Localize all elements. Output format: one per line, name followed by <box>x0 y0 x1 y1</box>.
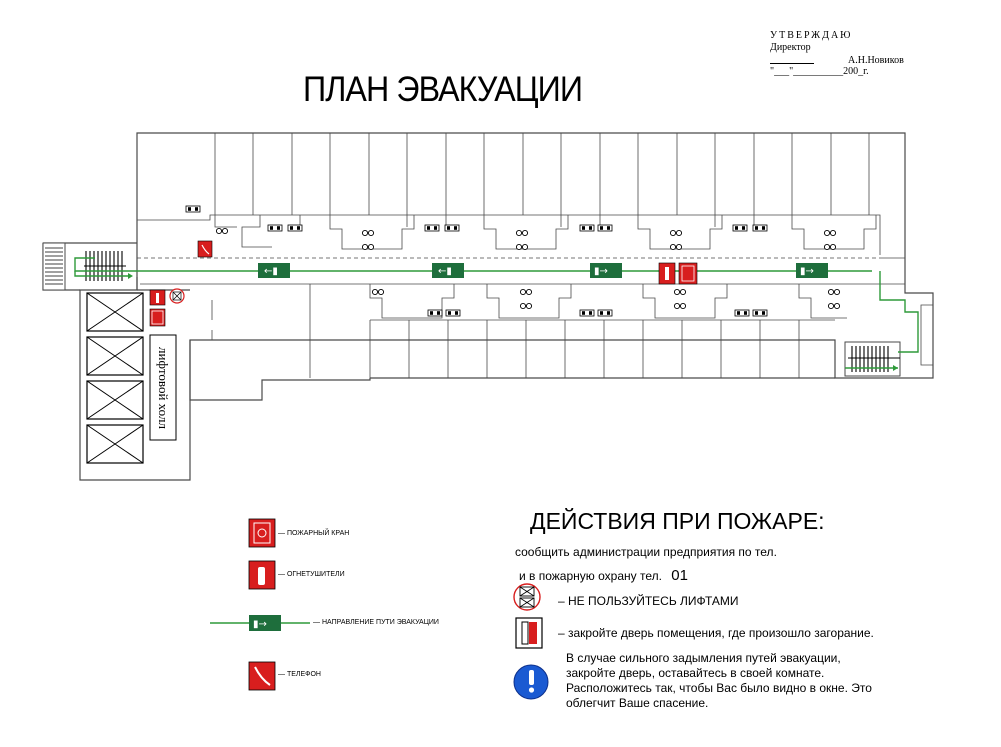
right-staircase <box>844 292 934 377</box>
close-door-text: – закройте дверь помещения, где произошл… <box>558 626 874 640</box>
signature-line <box>770 63 814 64</box>
fire-phone-number: 01 <box>671 567 688 584</box>
legend-route-label: — НАПРАВЛЕНИЕ ПУТИ ЭВАКУАЦИИ <box>313 619 439 626</box>
smoke-line-4: облегчит Ваше спасение. <box>566 696 709 710</box>
exit-sign-1: ←▮ <box>258 263 290 278</box>
legend-hydrant-icon <box>248 518 276 548</box>
top-bathroom-blocks <box>214 215 877 250</box>
no-lift-icon <box>513 583 541 611</box>
plan-hydrant-2 <box>149 308 166 327</box>
no-lifts-text: – НЕ ПОЛЬЗУЙТЕСЬ ЛИФТАМИ <box>558 594 739 608</box>
approval-date: "___"__________200_г. <box>770 66 869 77</box>
plan-extinguisher-2 <box>149 289 166 306</box>
left-staircase <box>42 242 126 291</box>
actions-line-2: и в пожарную охрану тел. 01 <box>519 567 688 584</box>
approval-name: А.Н.Новиков <box>848 55 904 66</box>
route-arrow-left-stair <box>128 273 133 279</box>
actions-line-2-text: и в пожарную охрану тел. <box>519 569 662 583</box>
lift-shafts <box>86 292 177 464</box>
smoke-line-3: Расположитесь так, чтобы Вас было видно … <box>566 681 872 695</box>
approval-position: Директор <box>770 42 811 53</box>
top-fixtures <box>185 205 837 251</box>
evacuation-route <box>74 257 919 369</box>
legend-extinguisher-icon <box>248 560 276 590</box>
plan-phone <box>197 240 213 258</box>
legend-phone-label: — ТЕЛЕФОН <box>278 671 321 678</box>
actions-title: ДЕЙСТВИЯ ПРИ ПОЖАРЕ: <box>530 508 825 534</box>
bottom-fixtures <box>371 288 841 317</box>
top-rooms <box>137 133 905 285</box>
legend-route-icon: ▮→ <box>210 615 310 631</box>
svg-text:▮→: ▮→ <box>253 619 267 630</box>
plan-extinguisher <box>658 262 676 285</box>
bottom-rooms <box>211 284 847 378</box>
lift-hall-label: лифтовой холл <box>156 347 171 429</box>
smoke-instructions: В случае сильного задымления путей эваку… <box>566 651 986 711</box>
smoke-line-1: В случае сильного задымления путей эваку… <box>566 651 841 665</box>
svg-text:←▮: ←▮ <box>438 266 452 277</box>
close-door-icon <box>515 617 543 649</box>
actions-line-1: сообщить администрации предприятия по те… <box>515 545 777 559</box>
svg-text:▮→: ▮→ <box>800 266 814 277</box>
approval-block: УТВЕРЖДАЮ Директор А.Н.Новиков "___"____… <box>770 30 930 78</box>
page-title: ПЛАН ЭВАКУАЦИИ <box>303 70 583 109</box>
smoke-line-2: закройте дверь, оставайтесь в своей комн… <box>566 666 825 680</box>
approval-header: УТВЕРЖДАЮ <box>770 30 853 41</box>
exit-sign-3: ▮→ <box>590 263 622 278</box>
exit-sign-2: ←▮ <box>432 263 464 278</box>
legend-hydrant-label: — ПОЖАРНЫЙ КРАН <box>278 530 350 537</box>
svg-text:▮→: ▮→ <box>594 266 608 277</box>
exit-sign-4: ▮→ <box>796 263 828 278</box>
plan-hydrant <box>678 262 698 285</box>
info-exclamation-icon <box>513 664 549 700</box>
approval-signature-row: А.Н.Новиков <box>770 54 930 66</box>
route-arrow-right-stair <box>893 365 898 371</box>
legend-extinguisher-label: — ОГНЕТУШИТЕЛИ <box>278 571 345 578</box>
svg-text:←▮: ←▮ <box>264 266 278 277</box>
legend-phone-icon <box>248 661 276 691</box>
plan-no-lift-sign <box>169 288 185 304</box>
